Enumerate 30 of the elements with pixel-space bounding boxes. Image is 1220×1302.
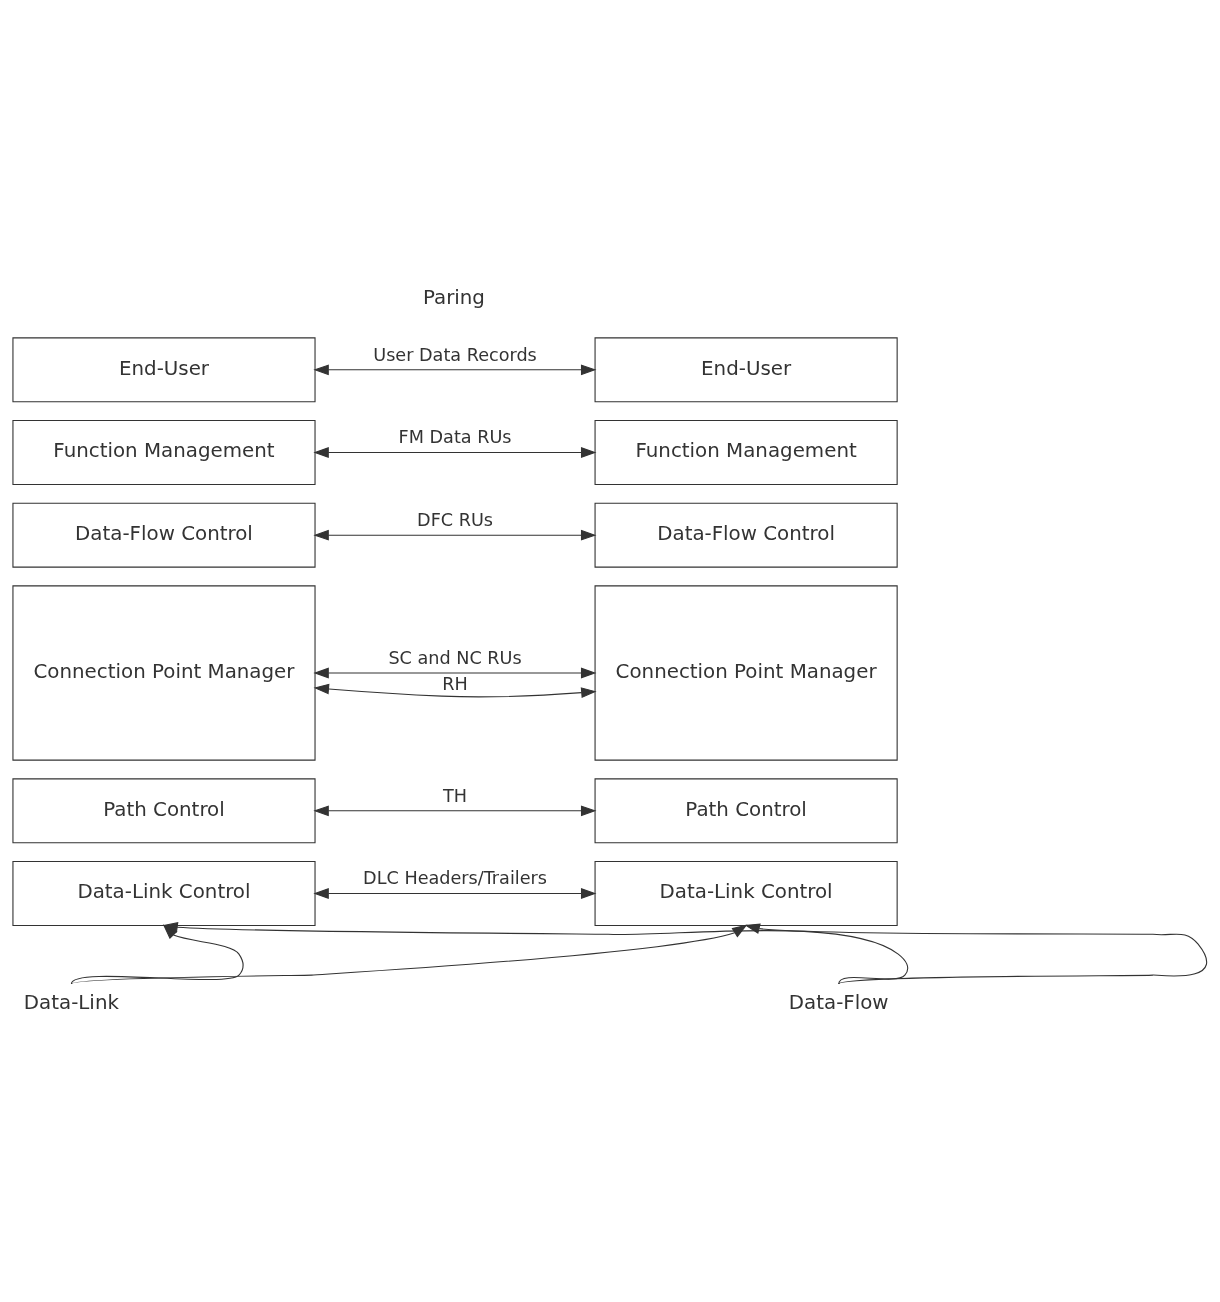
arrow bbox=[313, 446, 597, 458]
arrow bbox=[313, 683, 597, 698]
node-box: Function Management bbox=[12, 419, 316, 485]
arrow bbox=[744, 922, 1208, 984]
edge-label: DLC Headers/Trailers bbox=[363, 867, 547, 888]
edge-label: TH bbox=[443, 785, 468, 806]
label: Paring bbox=[422, 285, 485, 309]
node-box: Path Control bbox=[12, 777, 316, 843]
node-box: Connection Point Manager bbox=[12, 584, 316, 761]
edge-label: FM Data RUs bbox=[398, 426, 512, 447]
node-text: Data-Flow bbox=[788, 990, 889, 1014]
edge-label: RH bbox=[442, 673, 468, 694]
node-box: Connection Point Manager bbox=[594, 584, 898, 761]
node-box: End-User bbox=[12, 336, 316, 402]
edge-label: DFC RUs bbox=[417, 509, 494, 530]
node-box: Data-Flow Control bbox=[594, 502, 898, 568]
arrow bbox=[313, 804, 597, 816]
node-box: End-User bbox=[594, 336, 898, 402]
arrow bbox=[313, 887, 597, 899]
edge-label: User Data Records bbox=[373, 344, 537, 365]
node-box: Function Management bbox=[594, 419, 898, 485]
arrow bbox=[313, 667, 597, 678]
node-text: Data-Link bbox=[23, 990, 119, 1014]
arrow bbox=[313, 529, 597, 541]
node-box: Data-Flow Control bbox=[12, 502, 316, 568]
arrow bbox=[313, 363, 597, 375]
node-box: Data-Link Control bbox=[594, 860, 898, 926]
edge-label: SC and NC RUs bbox=[388, 647, 522, 668]
node-box: Data-Link Control bbox=[12, 860, 316, 926]
node-box: Path Control bbox=[594, 777, 898, 843]
